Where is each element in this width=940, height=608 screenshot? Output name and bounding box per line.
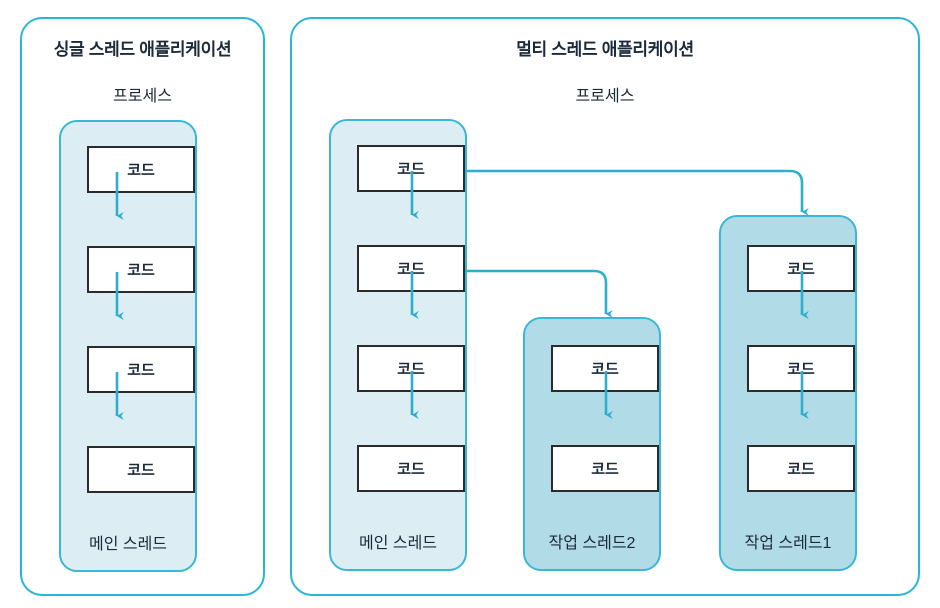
single-thread-process-label: 프로세스 (113, 88, 172, 105)
code-box: 코드 (747, 245, 855, 292)
code-box: 코드 (87, 246, 195, 293)
single-thread-application-title: 싱글 스레드 애플리케이션 (53, 40, 232, 59)
thread-label-worker-2: 작업 스레드2 (548, 535, 636, 552)
code-box: 코드 (357, 245, 465, 292)
thread-label-multi-main: 메인 스레드 (358, 535, 438, 552)
thread-worker-1: 코드 코드 코드 작업 스레드1 (719, 215, 857, 571)
code-box: 코드 (357, 445, 465, 492)
thread-single-main: 코드 코드 코드 코드 메인 스레드 (59, 120, 197, 572)
code-box: 코드 (747, 445, 855, 492)
code-box: 코드 (357, 345, 465, 392)
code-box: 코드 (747, 345, 855, 392)
code-box: 코드 (87, 446, 195, 493)
multi-thread-application-panel: 멀티 스레드 애플리케이션 프로세스 코드 코드 코드 코드 메인 스레드 코드… (290, 17, 920, 596)
thread-label-single-main: 메인 스레드 (88, 536, 168, 553)
single-thread-application-panel: 싱글 스레드 애플리케이션 프로세스 코드 코드 코드 코드 메인 스레드 (20, 17, 265, 596)
thread-multi-main: 코드 코드 코드 코드 메인 스레드 (329, 119, 467, 571)
multi-thread-application-title: 멀티 스레드 애플리케이션 (516, 40, 694, 59)
code-box: 코드 (87, 346, 195, 393)
code-box: 코드 (87, 146, 195, 193)
multi-thread-process-label: 프로세스 (575, 88, 635, 105)
code-box: 코드 (357, 145, 465, 192)
code-box: 코드 (551, 345, 659, 392)
code-box: 코드 (551, 445, 659, 492)
thread-worker-2: 코드 코드 작업 스레드2 (523, 317, 661, 571)
thread-label-worker-1: 작업 스레드1 (744, 535, 832, 552)
